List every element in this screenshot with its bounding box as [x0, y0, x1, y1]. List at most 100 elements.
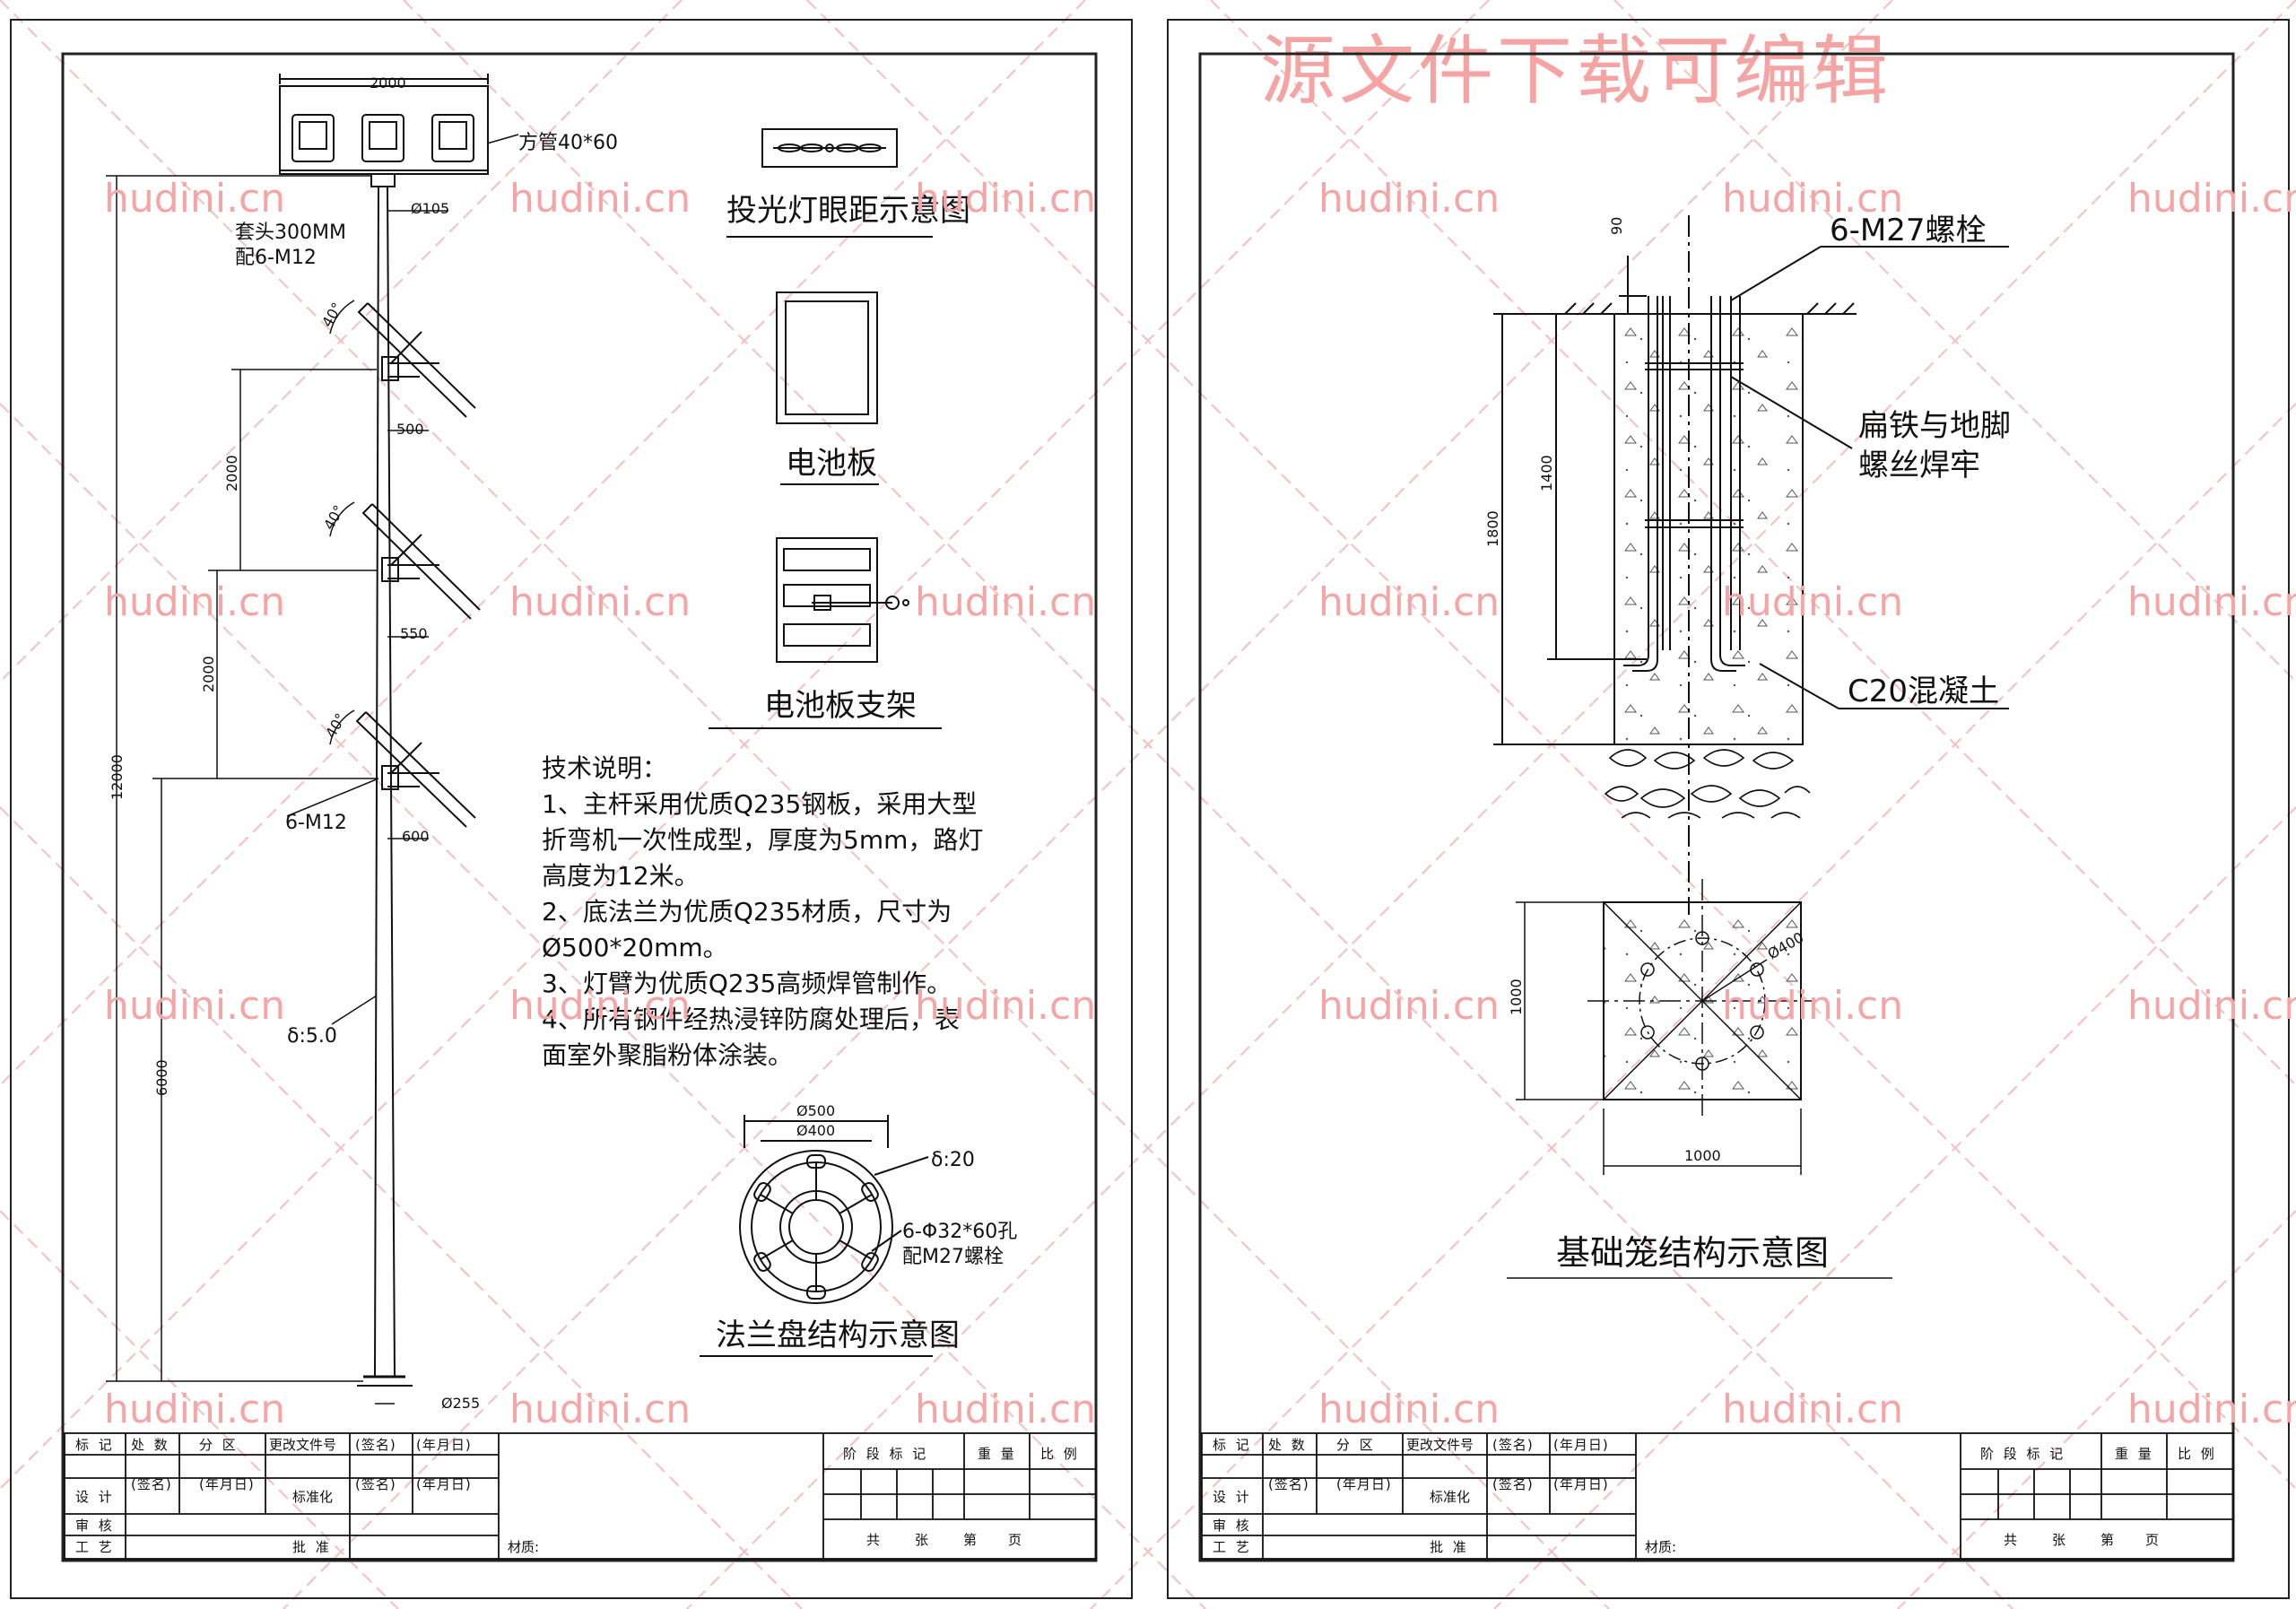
tb-r-r1-0: 标 记	[1213, 1437, 1252, 1453]
watermark-text: hudini.cn	[1318, 579, 1500, 625]
tb-l-r1-3: 更改文件号	[269, 1437, 336, 1453]
title-block-left: 标 记 处 数 分 区 更改文件号 (签名) (年月日) 设 计 (签名) (年…	[64, 1432, 1097, 1560]
tb-l-r2-4: (签名)	[355, 1476, 396, 1492]
tb-l-material: 材质:	[508, 1539, 539, 1555]
label-weld-2: 螺丝焊牢	[1858, 448, 1980, 483]
tb-l-r4-0: 工 艺	[75, 1539, 115, 1555]
tb-r-stage: 阶 段 标 记	[1980, 1446, 2066, 1462]
dim-plan-side: 1000	[1508, 978, 1525, 1015]
watermark-text: hudini.cn	[509, 983, 691, 1029]
flange-thickness: δ:20	[931, 1149, 975, 1171]
gravel-layer	[1604, 749, 1811, 819]
notes-line-3: 高度为12米。	[542, 861, 700, 891]
notes-line-1: 1、主杆采用优质Q235钢板，采用大型	[542, 789, 977, 819]
tb-r-r2-5: (年月日)	[1553, 1476, 1609, 1492]
watermark-text: hudini.cn	[509, 1387, 691, 1432]
watermark-text: hudini.cn	[1318, 983, 1500, 1029]
dim-plan-bottom: 1000	[1684, 1147, 1721, 1164]
flange-sketch	[700, 1115, 933, 1357]
watermark-text: hudini.cn	[104, 983, 285, 1029]
watermark-text: hudini.cn	[1318, 176, 1500, 222]
dim-arm-2: 550	[400, 625, 428, 642]
flange-inner: Ø400	[796, 1122, 835, 1139]
tb-r-weight: 重 量	[2115, 1446, 2154, 1462]
dim-angle-2: 40°	[320, 502, 348, 533]
tb-l-weight: 重 量	[978, 1446, 1017, 1462]
tb-l-r1-4: (签名)	[355, 1437, 396, 1453]
tb-r-scale: 比 例	[2178, 1446, 2217, 1462]
tb-r-r2-0: 设 计	[1213, 1489, 1252, 1505]
label-bolt-m27: 6-M27螺栓	[1830, 213, 1987, 248]
tb-r-r1-1: 处 数	[1268, 1437, 1308, 1453]
caption-bracket: 电池板支架	[764, 688, 917, 724]
right-sheet-frame	[1167, 19, 2290, 1599]
dim-arm-1: 500	[396, 421, 424, 438]
dim-lower: 6000	[153, 1059, 170, 1096]
watermark-text: hudini.cn	[509, 176, 691, 222]
watermark-text: hudini.cn	[1722, 579, 1903, 625]
dim-total-height: 12000	[109, 754, 126, 800]
dim-top-width: 2000	[370, 74, 406, 91]
label-weld-1: 扁铁与地脚	[1858, 408, 2011, 444]
tb-l-r2-2: (年月日)	[199, 1476, 255, 1492]
tb-r-r1-4: (签名)	[1492, 1437, 1534, 1453]
label-square-tube: 方管40*60	[518, 132, 618, 154]
pole-dimension-text: 2000 方管40*60 Ø105 套头300MM 配6-M12 500 550…	[109, 74, 618, 1412]
flange-text: Ø500 Ø400 δ:20 6-Φ32*60孔 配M27螺栓	[796, 1102, 1017, 1268]
notes-line-8: 面室外聚脂粉体涂装。	[542, 1040, 793, 1070]
tb-r-p2: 第	[2100, 1532, 2117, 1548]
notes-line-2: 折弯机一次性成型，厚度为5mm，路灯	[542, 825, 983, 855]
tb-l-r3-0: 审 核	[75, 1518, 115, 1534]
tb-r-r1-2: 分 区	[1336, 1437, 1376, 1453]
watermark-texts: hudini.cn hudini.cn hudini.cn hudini.cn …	[104, 176, 2296, 1432]
left-sheet-frame	[10, 19, 1133, 1599]
tb-l-p2: 第	[963, 1532, 979, 1548]
dim-arm-3: 600	[402, 828, 430, 845]
tb-l-stage: 阶 段 标 记	[843, 1446, 928, 1462]
tb-l-r1-5: (年月日)	[416, 1437, 472, 1453]
technical-notes: 技术说明： 1、主杆采用优质Q235钢板，采用大型 折弯机一次性成型，厚度为5m…	[542, 753, 983, 1070]
watermark-text: hudini.cn	[915, 176, 1096, 222]
tb-r-material: 材质:	[1645, 1539, 1676, 1555]
tb-l-r1-2: 分 区	[199, 1437, 239, 1453]
watermark-text: hudini.cn	[1722, 1387, 1903, 1432]
foundation-section	[1493, 215, 2009, 915]
watermark-text: hudini.cn	[1722, 983, 1903, 1029]
tb-r-r2-2: (年月日)	[1336, 1476, 1392, 1492]
notes-line-6: 3、灯臂为优质Q235高频焊管制作。	[542, 969, 952, 998]
dim-pole-base: Ø255	[441, 1395, 480, 1412]
caption-flange: 法兰盘结构示意图	[716, 1318, 960, 1353]
tb-r-r3-0: 审 核	[1213, 1518, 1252, 1534]
flange-outer: Ø500	[796, 1102, 835, 1119]
tb-r-p0: 共	[2004, 1532, 2020, 1548]
watermark-text: hudini.cn	[915, 579, 1096, 625]
tb-l-p3: 页	[1008, 1532, 1024, 1548]
panel-bracket-sketch	[709, 537, 942, 729]
tb-l-r2-0: 设 计	[75, 1489, 115, 1505]
foundation-plan: Ø400 1000 1000 基础笼结构示意图	[1507, 879, 1892, 1279]
notes-line-5: Ø500*20mm。	[542, 933, 728, 962]
tb-r-p3: 页	[2145, 1532, 2161, 1548]
caption-panel: 电池板	[786, 446, 877, 482]
watermark-text: hudini.cn	[509, 579, 691, 625]
watermark-text: hudini.cn	[1318, 1387, 1500, 1432]
dim-top: 90	[1608, 217, 1625, 235]
notes-line-7: 4、所有钢件经热浸锌防腐处理后，表	[542, 1005, 960, 1034]
dim-seg-2: 2000	[200, 656, 217, 692]
label-sleeve-2: 配6-M12	[235, 247, 317, 269]
tb-l-p0: 共	[866, 1532, 883, 1548]
dim-depth: 1800	[1484, 510, 1501, 547]
watermark-text: hudini.cn	[104, 176, 285, 222]
watermark-text: hudini.cn	[915, 983, 1096, 1029]
battery-panel-sketch	[776, 291, 879, 485]
dim-seg-1: 2000	[223, 455, 240, 491]
watermark-text: hudini.cn	[2127, 579, 2296, 625]
pole-dimension-lines	[106, 134, 519, 1405]
tb-l-r2-5: (年月日)	[416, 1476, 472, 1492]
notes-line-0: 技术说明：	[542, 753, 667, 783]
tb-r-r2-4: (签名)	[1492, 1476, 1534, 1492]
floodlight-spacing-sketch	[726, 128, 933, 238]
title-block-right: 标 记 处 数 分 区 更改文件号 (签名) (年月日) 设 计 (签名) (年…	[1201, 1432, 2234, 1560]
watermark-text: hudini.cn	[915, 1387, 1096, 1432]
